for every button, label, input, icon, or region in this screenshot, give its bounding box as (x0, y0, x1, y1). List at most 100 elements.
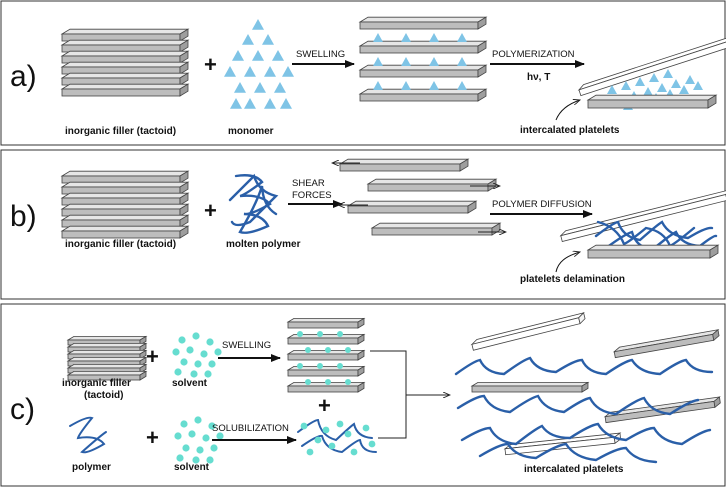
platelet (370, 222, 502, 236)
platelet-side-face (477, 64, 487, 78)
panel-c-filler-label-2: (tactoid) (84, 390, 123, 401)
panel-c-filler-label-1: inorganic filler (62, 378, 131, 389)
platelet-side-face (179, 39, 189, 53)
platelet-top-face (60, 61, 190, 68)
platelet-side-face (357, 317, 365, 329)
panel-c-intercalated-result (454, 312, 721, 464)
monomer-triangle (671, 79, 681, 88)
platelet (577, 34, 726, 97)
platelet-front-face (371, 227, 493, 236)
solvent-molecule (317, 331, 323, 337)
platelet-side-face (357, 349, 365, 361)
platelet (60, 170, 190, 184)
monomer-triangle (234, 82, 246, 93)
platelet-side-face (179, 50, 189, 64)
panel-c-frame (0, 303, 726, 487)
monomer-triangle (274, 82, 286, 93)
polymer-chain (228, 173, 279, 227)
panel-c-solvent-cluster-1 (172, 332, 222, 378)
polymer-chain (69, 416, 107, 454)
panel-b-pointer-line (555, 252, 580, 273)
monomer-triangle (373, 33, 383, 42)
platelet-top-face (66, 356, 148, 362)
platelet-side-face (357, 365, 365, 377)
panel-a-pointer-line (555, 100, 580, 121)
platelet (366, 178, 498, 192)
platelet-front-face (560, 194, 726, 242)
panel-c-polymer-label: polymer (72, 462, 111, 473)
monomer-triangle (262, 34, 274, 45)
platelet (338, 158, 470, 172)
platelet (470, 312, 586, 351)
polymer-chain (301, 434, 377, 454)
platelet-front-face (359, 93, 479, 102)
platelet-top-face (60, 192, 190, 199)
panel-b-result-label: platelets delamination (520, 274, 625, 285)
monomer-triangle (663, 69, 673, 78)
platelet-side-face (713, 396, 721, 409)
platelet-top-face (286, 317, 366, 323)
solvent-molecule (192, 456, 200, 464)
panel-a-monomer-cluster (224, 19, 294, 109)
platelet-side-face (139, 370, 147, 381)
polymer-chain (478, 442, 658, 464)
solvent-molecule (196, 446, 204, 454)
solvent-molecule (178, 336, 186, 344)
panel-b-plus: + (204, 198, 217, 223)
panel-a-letter: a) (10, 60, 37, 93)
platelet-front-face (367, 183, 489, 192)
platelet (286, 365, 366, 377)
panel-b-tactoid-stack (60, 170, 190, 239)
solvent-molecule (208, 360, 216, 368)
platelet-front-face (359, 45, 479, 54)
platelet-side-face (709, 244, 719, 259)
platelet-front-face (287, 321, 359, 329)
platelet-side-face (357, 333, 365, 345)
panel-c-result-label: intercalated platelets (524, 464, 624, 475)
platelet (60, 83, 190, 97)
platelet (358, 88, 488, 102)
platelet-side-face (179, 28, 189, 42)
monomer-triangle (679, 85, 689, 94)
polymer-chain (234, 174, 278, 234)
slanted-platelet (577, 34, 726, 97)
solvent-molecule (300, 422, 308, 430)
solvent-molecule (172, 348, 180, 356)
monomer-triangle (649, 73, 659, 82)
platelet-top-face (66, 335, 148, 341)
platelet-top-face (60, 28, 190, 35)
solvent-molecule (297, 331, 303, 337)
panel-a-tactoid-stack (60, 28, 190, 97)
solvent-molecule (194, 360, 202, 368)
polymer-chain (456, 394, 700, 416)
platelet-front-face (587, 249, 711, 259)
platelet-top-face (559, 188, 726, 237)
platelet-front-face (61, 230, 181, 239)
panel-a-swelling-label: SWELLING (296, 49, 345, 60)
platelet-top-face (66, 349, 148, 355)
platelet (358, 16, 488, 30)
solvent-molecule (314, 436, 322, 444)
platelet-side-face (357, 381, 365, 393)
panel-c-swelling-label: SWELLING (222, 340, 271, 351)
monomer-triangle (457, 81, 467, 90)
platelet (586, 94, 718, 109)
platelet-top-face (60, 72, 190, 79)
monomer-triangle (607, 85, 617, 94)
platelet-top-face (60, 181, 190, 188)
platelet-side-face (467, 200, 477, 214)
panel-a-filler-label: inorganic filler (tactoid) (65, 126, 176, 137)
platelet-side-face (179, 83, 189, 97)
platelet-side-face (179, 214, 189, 228)
slanted-platelet (612, 329, 720, 359)
polymer-chain (604, 230, 718, 252)
platelet-top-face (586, 94, 718, 101)
platelet-side-face (707, 94, 717, 109)
platelet (586, 244, 720, 259)
monomer-triangle (457, 33, 467, 42)
solvent-molecule (174, 368, 182, 376)
solvent-molecule (337, 331, 343, 337)
solvent-molecule (176, 454, 184, 462)
